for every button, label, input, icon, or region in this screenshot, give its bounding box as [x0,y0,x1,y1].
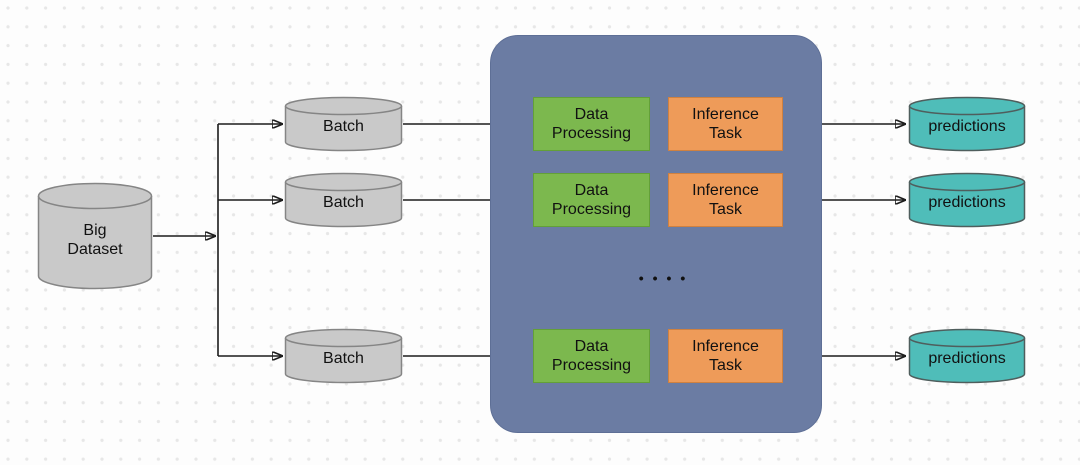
batch-label: Batch [323,350,364,367]
big-dataset-node: Big Dataset [37,182,153,290]
database-cylinder-icon [284,172,403,228]
predictions-node-3: predictions [908,328,1026,384]
predictions-node-2: predictions [908,172,1026,228]
predictions-node-1: predictions [908,96,1026,152]
batch-label: Batch [323,118,364,135]
inference-task-box-1: Inference Task [668,97,783,151]
data-processing-box-1: Data Processing [533,97,650,151]
inference-task-box-2: Inference Task [668,173,783,227]
database-cylinder-icon [908,96,1026,152]
database-cylinder-icon [908,328,1026,384]
batch-node-1: Batch [284,96,403,152]
batch-node-2: Batch [284,172,403,228]
database-cylinder-icon [284,96,403,152]
database-cylinder-icon [37,182,153,290]
predictions-label: predictions [928,118,1006,135]
batch-label: Batch [323,194,364,211]
data-processing-box-3: Data Processing [533,329,650,383]
inference-task-box-3: Inference Task [668,329,783,383]
continuation-dots: •••• [638,270,695,286]
batch-node-3: Batch [284,328,403,384]
database-cylinder-icon [908,172,1026,228]
data-processing-box-2: Data Processing [533,173,650,227]
big-dataset-label: Big Dataset [67,222,123,258]
predictions-label: predictions [928,350,1006,367]
predictions-label: predictions [928,194,1006,211]
database-cylinder-icon [284,328,403,384]
